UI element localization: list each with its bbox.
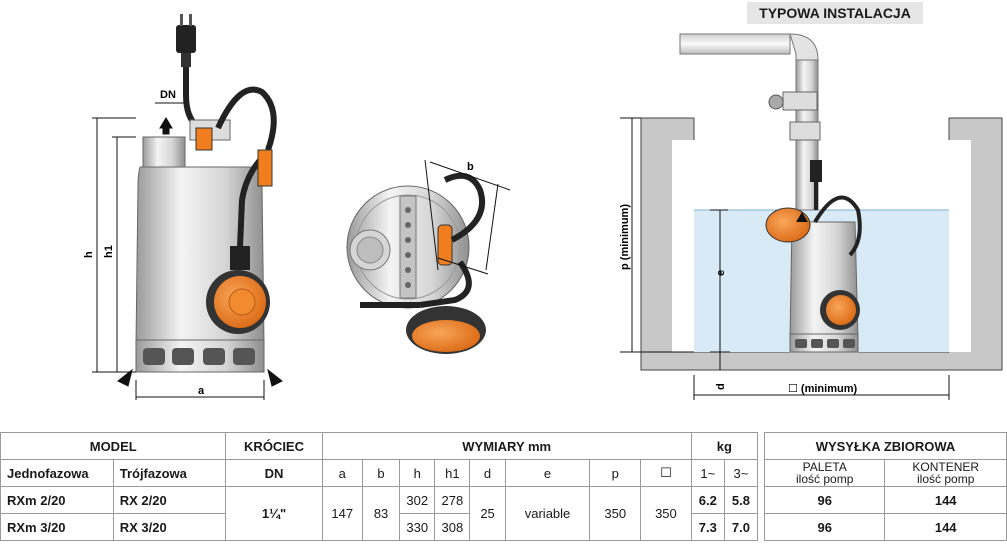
label-b: b <box>467 161 474 173</box>
row2-kg1: 7.3 <box>690 513 725 541</box>
row1-kg1: 6.2 <box>690 486 725 514</box>
shipping-title: WYSYŁKA ZBIOROWA <box>764 432 1007 460</box>
row1-mono: RXm 2/20 <box>0 486 114 514</box>
square-value: 350 <box>640 486 692 541</box>
row1-h: 302 <box>399 486 436 514</box>
shipping-table: WYSYŁKA ZBIOROWA PALETA ilość pomp KONTE… <box>763 432 1007 541</box>
row2-mono: RXm 3/20 <box>0 513 114 541</box>
b-value: 83 <box>361 486 401 541</box>
row1-h1: 278 <box>434 486 471 514</box>
row2-kg3: 7.0 <box>723 513 759 541</box>
col-kg1: 1~ <box>690 459 725 487</box>
header-kontener: KONTENER ilość pomp <box>884 459 1007 487</box>
col-e: e <box>504 459 591 487</box>
table-row: RXm 3/20 RX 3/20 330 308 7.3 7.0 <box>0 513 759 541</box>
plug-icon <box>176 14 196 67</box>
col-a: a <box>321 459 363 487</box>
header-wymiary: WYMIARY mm <box>321 432 692 460</box>
label-h: h <box>83 251 95 258</box>
label-square-minimum: ☐ (minimum) <box>788 383 857 395</box>
label-p-minimum: p (minimum) <box>619 204 631 270</box>
kontener-label: KONTENER <box>912 460 980 474</box>
row2-paleta: 96 <box>763 513 886 541</box>
pump-top-view: b <box>346 159 511 354</box>
pump-front-view: DN h h1 a <box>83 14 283 400</box>
col-kg3: 3~ <box>723 459 759 487</box>
col-h: h <box>399 459 436 487</box>
col-p: p <box>589 459 642 487</box>
row2-kontener: 144 <box>884 513 1007 541</box>
paleta-sub: ilość pomp <box>796 472 854 486</box>
label-d: d <box>715 383 727 390</box>
paleta-label: PALETA <box>802 460 847 474</box>
spec-table: MODEL KRÓCIEC WYMIARY mm kg Jednofazowa … <box>0 432 759 541</box>
inlet-slots <box>143 348 255 365</box>
table-row: 96 144 <box>763 513 1007 541</box>
header-dn: DN <box>225 459 323 487</box>
label-a: a <box>198 385 205 397</box>
installation-drawing: p (minimum) e d ☐ (minimum) <box>619 33 1003 400</box>
p-value: 350 <box>589 486 642 541</box>
header-model: MODEL <box>0 432 227 460</box>
float-switch-icon <box>206 246 270 334</box>
row1-kg3: 5.8 <box>723 486 759 514</box>
header-krociec: KRÓCIEC <box>225 432 323 460</box>
label-e: e <box>715 270 727 276</box>
row1-kontener: 144 <box>884 486 1007 514</box>
kontener-sub: ilość pomp <box>917 472 975 486</box>
a-value: 147 <box>321 486 363 541</box>
header-paleta: PALETA ilość pomp <box>763 459 886 487</box>
drawings-area: DN h h1 a b <box>83 14 1003 400</box>
installation-title: TYPOWA INSTALACJA <box>747 2 923 24</box>
header-kg: kg <box>690 432 759 460</box>
col-h1: h1 <box>434 459 471 487</box>
col-square: ☐ <box>640 459 692 487</box>
technical-drawings: DN h h1 a b <box>83 14 1003 400</box>
header-jednofazowa: Jednofazowa <box>0 459 114 487</box>
label-dn: DN <box>160 89 176 101</box>
col-d: d <box>469 459 506 487</box>
table-row: 96 144 <box>763 486 1007 514</box>
d-value: 25 <box>469 486 506 541</box>
row2-h1: 308 <box>434 513 471 541</box>
header-trojfazowa: Trójfazowa <box>112 459 227 487</box>
label-h1: h1 <box>103 245 115 258</box>
table-row: RXm 2/20 RX 2/20 1¼" 147 83 302 278 25 v… <box>0 486 759 541</box>
col-b: b <box>361 459 401 487</box>
e-value: variable <box>504 486 591 541</box>
dn-value: 1¼" <box>225 486 323 541</box>
row2-tri: RX 3/20 <box>112 513 227 541</box>
row2-h: 330 <box>399 513 436 541</box>
row1-tri: RX 2/20 <box>112 486 227 514</box>
row1-paleta: 96 <box>763 486 886 514</box>
